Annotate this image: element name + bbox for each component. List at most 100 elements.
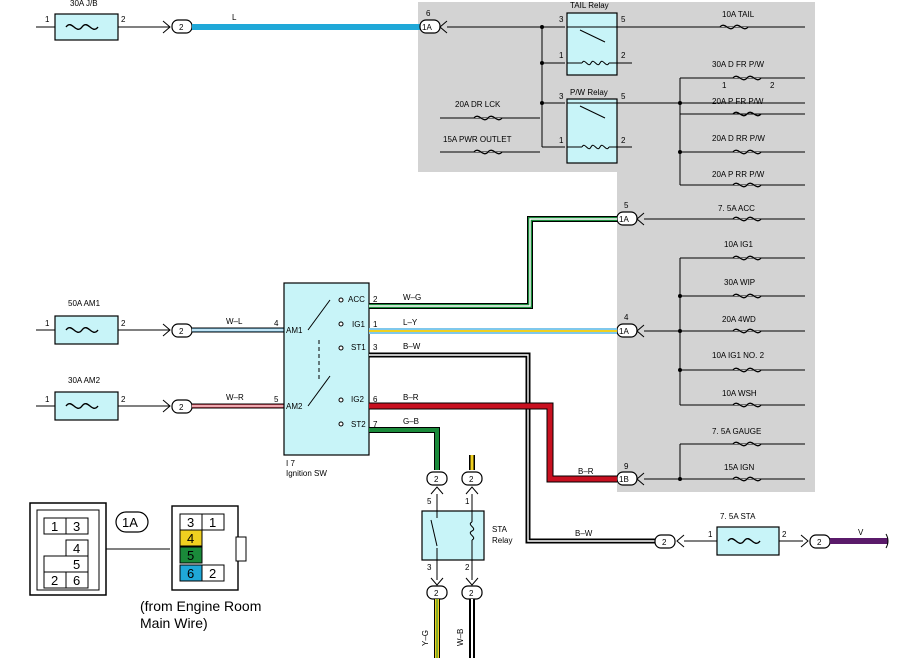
svg-text:Y–G: Y–G xyxy=(421,630,430,646)
svg-text:3: 3 xyxy=(427,563,432,572)
svg-text:2: 2 xyxy=(621,51,626,60)
svg-text:7. 5A STA: 7. 5A STA xyxy=(720,512,756,521)
svg-text:4: 4 xyxy=(624,313,629,322)
connector-sta-top-right: 2 xyxy=(461,471,483,495)
svg-text:5: 5 xyxy=(427,497,432,506)
svg-text:2: 2 xyxy=(662,538,667,547)
fuse-am1: 50A AM1 1 2 2 xyxy=(36,299,193,345)
svg-text:50A AM1: 50A AM1 xyxy=(68,299,101,308)
svg-text:1A: 1A xyxy=(619,215,629,224)
svg-text:1: 1 xyxy=(45,319,50,328)
svg-text:B–W: B–W xyxy=(575,529,593,538)
wire-v: V xyxy=(830,528,889,549)
svg-text:2: 2 xyxy=(770,81,775,90)
svg-text:L–Y: L–Y xyxy=(403,318,418,327)
svg-text:1: 1 xyxy=(373,320,378,329)
svg-text:1A: 1A xyxy=(619,327,629,336)
svg-text:W–G: W–G xyxy=(403,293,421,302)
svg-text:20A DR LCK: 20A DR LCK xyxy=(455,100,501,109)
svg-text:3: 3 xyxy=(373,343,378,352)
connector-sta-bottom-right: 2 xyxy=(461,577,483,600)
svg-text:5: 5 xyxy=(621,92,626,101)
svg-text:Ignition SW: Ignition SW xyxy=(286,469,327,478)
svg-text:TAIL Relay: TAIL Relay xyxy=(570,1,609,10)
svg-text:20A 4WD: 20A 4WD xyxy=(722,315,756,324)
fuse-d-rr-pw: 20A D RR P/W xyxy=(712,134,765,155)
svg-text:1: 1 xyxy=(559,136,564,145)
svg-text:2: 2 xyxy=(621,136,626,145)
svg-text:3: 3 xyxy=(187,515,194,530)
fuse-4wd: 20A 4WD xyxy=(722,315,762,334)
svg-text:6: 6 xyxy=(373,395,378,404)
svg-text:2: 2 xyxy=(121,15,126,24)
connector-view-label: 1A xyxy=(115,511,149,533)
svg-text:W–R: W–R xyxy=(226,393,244,402)
wire-w-b: W–B xyxy=(456,599,475,658)
svg-text:B–W: B–W xyxy=(403,342,421,351)
connector-1a-top: 1A 6 xyxy=(419,9,448,34)
svg-text:30A D FR P/W: 30A D FR P/W xyxy=(712,60,764,69)
svg-text:2: 2 xyxy=(817,538,822,547)
svg-text:1B: 1B xyxy=(619,475,629,484)
svg-text:15A PWR OUTLET: 15A PWR OUTLET xyxy=(443,135,512,144)
wire-w-l: W–L 4 xyxy=(192,317,284,333)
wire-y-g: Y–G xyxy=(421,599,440,658)
svg-text:1: 1 xyxy=(51,519,58,534)
pw-relay: P/W Relay 3 1 5 2 xyxy=(559,88,632,164)
fuse-tail: 10A TAIL xyxy=(719,10,755,30)
svg-text:3: 3 xyxy=(73,519,80,534)
fuse-d-fr-pw: 30A D FR P/W 1 2 xyxy=(712,60,775,90)
sta-relay: 5 1 3 2 STA Relay xyxy=(421,494,512,580)
svg-text:6: 6 xyxy=(73,573,80,588)
svg-text:G–B: G–B xyxy=(403,417,419,426)
svg-text:2: 2 xyxy=(179,327,184,336)
svg-text:2: 2 xyxy=(434,475,439,484)
svg-text:1: 1 xyxy=(708,530,713,539)
svg-text:2: 2 xyxy=(782,530,787,539)
fuse-jb-top: 1 2 30A J/B xyxy=(36,0,170,41)
svg-text:2: 2 xyxy=(465,563,470,572)
svg-text:2: 2 xyxy=(373,295,378,304)
svg-text:3: 3 xyxy=(559,92,564,101)
fuse-am2: 30A AM2 1 2 2 xyxy=(36,376,193,421)
fuse-wip: 30A WIP xyxy=(724,278,762,299)
svg-text:30A WIP: 30A WIP xyxy=(724,278,755,287)
svg-text:IG1: IG1 xyxy=(352,320,365,329)
connector-face-left: 1 3 4 5 2 6 xyxy=(29,502,107,596)
svg-text:W–B: W–B xyxy=(456,629,465,646)
svg-text:5: 5 xyxy=(624,201,629,210)
connector-caption-line2: Main Wire) xyxy=(140,615,208,631)
svg-text:1: 1 xyxy=(209,515,216,530)
svg-text:Relay: Relay xyxy=(492,536,512,545)
wire-w-g: W–G xyxy=(369,216,617,309)
svg-text:V: V xyxy=(858,528,864,537)
connector-1a-ig1: 1A 4 xyxy=(616,313,645,338)
svg-text:30A AM2: 30A AM2 xyxy=(68,376,101,385)
svg-text:5: 5 xyxy=(187,548,194,563)
connector-face-right: 3 1 4 5 6 2 xyxy=(171,505,247,591)
fuse-gauge: 7. 5A GAUGE xyxy=(712,427,762,447)
svg-text:3: 3 xyxy=(559,15,564,24)
svg-text:2: 2 xyxy=(469,475,474,484)
svg-text:IG2: IG2 xyxy=(351,395,364,404)
svg-text:W–L: W–L xyxy=(226,317,243,326)
svg-text:20A P RR P/W: 20A P RR P/W xyxy=(712,170,765,179)
svg-text:STA: STA xyxy=(492,525,508,534)
fuse-ig1: 10A IG1 xyxy=(724,240,762,261)
fuse-pwr-outlet: 15A PWR OUTLET xyxy=(440,135,540,155)
svg-text:9: 9 xyxy=(624,462,629,471)
connector-sta-top-left: 2 xyxy=(426,471,448,495)
svg-text:2: 2 xyxy=(469,589,474,598)
svg-text:10A WSH: 10A WSH xyxy=(722,389,757,398)
svg-text:AM1: AM1 xyxy=(286,326,303,335)
connector-1b: 1B 9 xyxy=(616,462,645,486)
connector-caption-line1: (from Engine Room xyxy=(140,598,261,614)
wire-w-r: W–R 5 xyxy=(192,393,284,409)
svg-text:ACC: ACC xyxy=(348,295,365,304)
fuse-acc: 7. 5A ACC xyxy=(718,204,762,222)
svg-text:10A IG1 NO. 2: 10A IG1 NO. 2 xyxy=(712,351,765,360)
ignition-switch: AM1 AM2 ACC IG1 ST1 IG2 ST2 I 7 Ignition… xyxy=(283,282,370,478)
svg-text:20A D RR P/W: 20A D RR P/W xyxy=(712,134,765,143)
svg-text:5: 5 xyxy=(274,395,279,404)
